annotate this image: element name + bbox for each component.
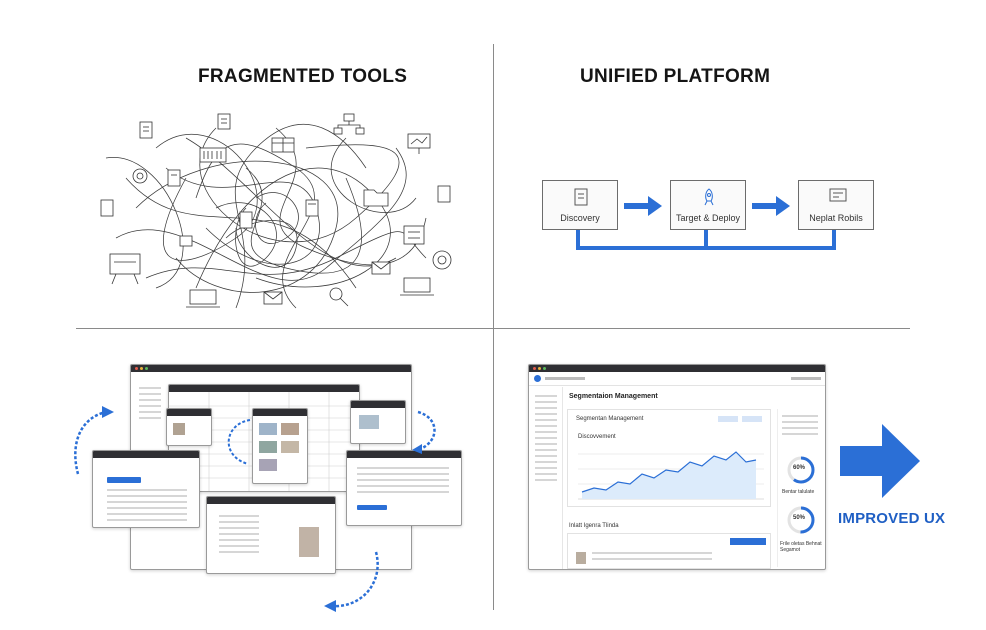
horizontal-divider <box>76 328 910 329</box>
form-window <box>346 450 462 526</box>
document-icon <box>100 199 114 217</box>
document-icon <box>437 185 451 203</box>
laptop-icon <box>400 277 434 296</box>
folder-icon <box>363 189 389 207</box>
curl-arrow-icon <box>227 419 251 465</box>
table-icon <box>271 137 295 153</box>
document-icon <box>217 113 231 130</box>
flow-step-label: Target & Deploy <box>675 213 741 223</box>
feedback-bracket <box>576 230 836 250</box>
table-button[interactable] <box>730 538 766 545</box>
flow-step-report: Neplat Robils <box>798 180 874 230</box>
ring-caption: Frile oletas Behnat Segamot <box>780 541 822 553</box>
calculator-icon <box>305 199 319 217</box>
unified-dashboard-window: Segmentaion Management Segmentan Managem… <box>528 364 826 570</box>
trend-line-chart <box>578 451 764 500</box>
mail-icon <box>263 291 283 305</box>
curl-arrow-icon <box>412 410 436 454</box>
gear-icon <box>132 168 148 184</box>
metrics-panel: 60% Bentar talulate 50% Frile oletas Beh… <box>777 409 823 567</box>
list-window <box>92 450 200 528</box>
tangle-lines <box>105 124 427 309</box>
chart-icon <box>179 235 193 247</box>
document-icon <box>139 121 153 139</box>
chart-card: Segmentan Management Discovvement <box>567 409 771 507</box>
lifebuoy-icon <box>432 250 452 270</box>
easel-chart-icon <box>109 253 141 285</box>
mail-icon <box>371 261 391 275</box>
flow-arrow-icon <box>624 196 662 216</box>
rocket-icon <box>704 188 714 206</box>
ring-value: 50% <box>793 515 806 521</box>
fragmented-tools-title: FRAGMENTED TOOLS <box>198 66 408 87</box>
ring-caption: Bentar talulate <box>782 489 815 495</box>
thumbnail-window <box>350 400 406 444</box>
curl-arrow-icon <box>74 406 114 475</box>
unified-platform-title: UNIFIED PLATFORM <box>580 66 771 87</box>
table-title: Inlatt Igenra Tlinda <box>569 523 619 529</box>
checklist-icon <box>403 225 425 245</box>
ring-value: 60% <box>793 465 806 471</box>
ring-gauge-50 <box>787 506 815 534</box>
dashboard-sidebar <box>529 387 563 569</box>
wrench-icon <box>329 287 349 307</box>
curl-arrow-icon <box>324 551 379 612</box>
logo-icon <box>534 375 541 382</box>
document-icon <box>167 169 181 187</box>
filter-chip[interactable] <box>742 416 762 422</box>
document-icon <box>239 211 253 229</box>
detail-window <box>206 496 336 574</box>
dashboard-header: Segmentaion Management <box>569 393 658 400</box>
chart-title: Discovvement <box>578 434 616 440</box>
flow-arrow-icon <box>752 196 790 216</box>
dashboard-topbar <box>529 372 825 386</box>
laptop-icon <box>186 289 220 308</box>
org-chart-icon <box>333 113 365 135</box>
image-gallery-window <box>252 408 308 484</box>
improved-ux-label: IMPROVED UX <box>838 510 946 527</box>
flow-step-label: Discovery <box>560 213 600 223</box>
report-icon <box>829 188 847 202</box>
flow-step-target-deploy: Target & Deploy <box>670 180 746 230</box>
avatar <box>576 552 586 564</box>
flow-step-discovery: Discovery <box>542 180 618 230</box>
vertical-divider <box>493 44 494 610</box>
ring-gauge-60 <box>787 456 815 484</box>
profile-window <box>166 408 212 446</box>
presentation-icon <box>407 133 431 154</box>
flow-step-label: Neplat Robils <box>809 213 863 223</box>
barcode-icon <box>199 147 227 163</box>
filter-chip[interactable] <box>718 416 738 422</box>
segment-table <box>567 533 771 569</box>
tangled-tools-diagram <box>100 113 452 309</box>
panel-title: Segmentan Management <box>576 416 644 422</box>
improved-ux-arrow-icon <box>840 424 920 498</box>
document-icon <box>574 188 588 206</box>
